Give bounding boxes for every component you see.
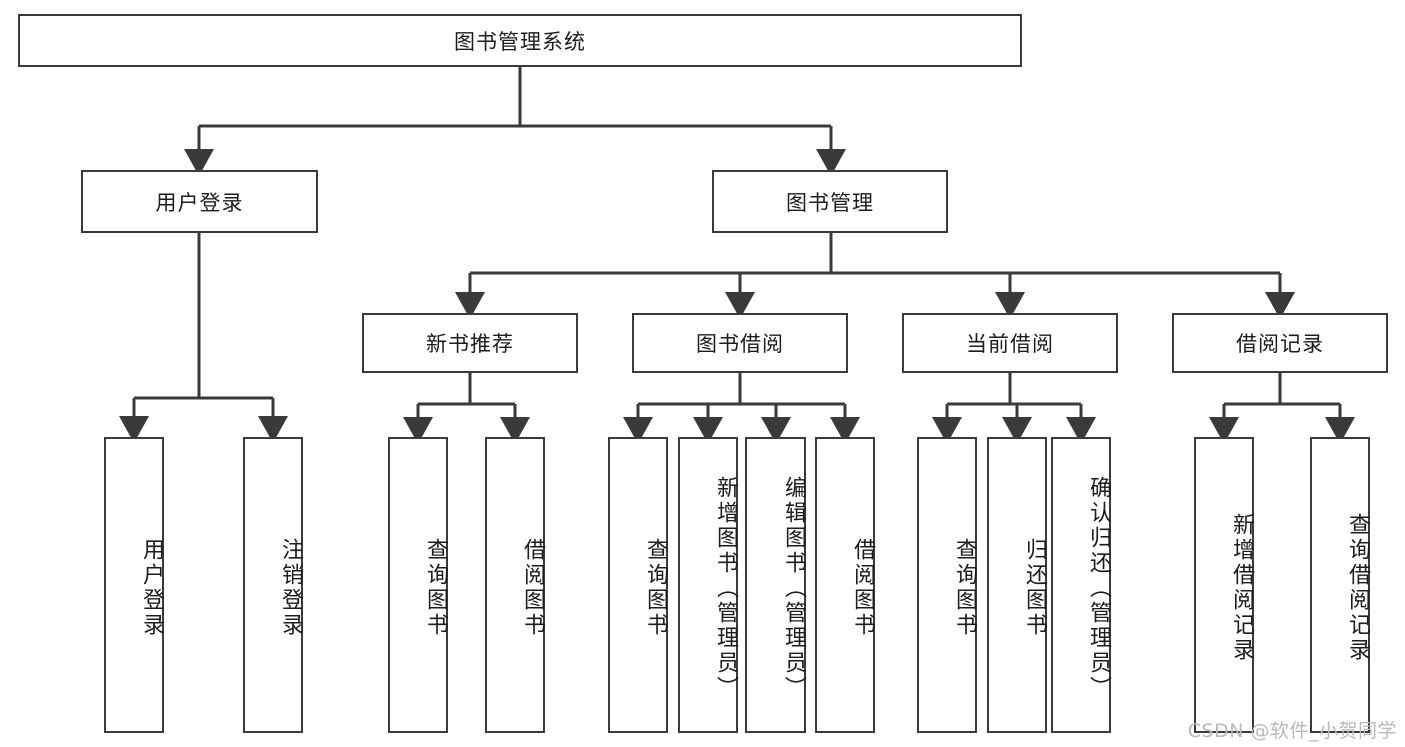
node-borrow-record-label: 借阅记录 <box>1236 332 1324 356</box>
node-user-login-label: 用户登录 <box>155 190 244 215</box>
leaf-query-book-borrow-label: 查询图书 <box>643 538 668 638</box>
leaf-add-book-admin-label: 新增图书（管理员） <box>713 475 738 701</box>
node-new-book-recommend[interactable]: 新书推荐 <box>362 313 578 373</box>
leaf-logout-label: 注销登录 <box>278 538 303 638</box>
node-current-borrow-label: 当前借阅 <box>966 332 1054 356</box>
leaf-logout[interactable]: 注销登录 <box>243 437 303 733</box>
leaf-confirm-return-admin[interactable]: 确认归还（管理员） <box>1051 437 1111 733</box>
leaf-query-book-recommend[interactable]: 查询图书 <box>388 437 448 733</box>
leaf-borrow-book-label: 借阅图书 <box>850 538 875 638</box>
leaf-query-borrow-record[interactable]: 查询借阅记录 <box>1310 437 1370 733</box>
leaf-query-book-current[interactable]: 查询图书 <box>917 437 977 733</box>
leaf-return-book[interactable]: 归还图书 <box>987 437 1047 733</box>
node-borrow-record[interactable]: 借阅记录 <box>1172 313 1388 373</box>
leaf-return-book-label: 归还图书 <box>1022 538 1047 638</box>
node-book-borrow-label: 图书借阅 <box>696 332 784 356</box>
leaf-query-book-current-label: 查询图书 <box>952 538 977 638</box>
node-book-manage[interactable]: 图书管理 <box>712 170 948 233</box>
leaf-add-book-admin[interactable]: 新增图书（管理员） <box>678 437 738 733</box>
leaf-user-login-label: 用户登录 <box>139 538 164 638</box>
leaf-add-borrow-record-label: 新增借阅记录 <box>1229 513 1254 663</box>
leaf-edit-book-admin-label: 编辑图书（管理员） <box>781 475 806 701</box>
leaf-borrow-book[interactable]: 借阅图书 <box>815 437 875 733</box>
leaf-borrow-book-recommend[interactable]: 借阅图书 <box>485 437 545 733</box>
node-book-borrow[interactable]: 图书借阅 <box>632 313 848 373</box>
leaf-confirm-return-admin-label: 确认归还（管理员） <box>1086 475 1111 701</box>
leaf-borrow-book-recommend-label: 借阅图书 <box>520 538 545 638</box>
watermark: CSDN @软件_小贺同学 <box>1187 720 1397 742</box>
leaf-query-book-recommend-label: 查询图书 <box>423 538 448 638</box>
node-current-borrow[interactable]: 当前借阅 <box>902 313 1118 373</box>
leaf-user-login[interactable]: 用户登录 <box>104 437 164 733</box>
node-book-manage-label: 图书管理 <box>786 190 874 215</box>
node-root[interactable]: 图书管理系统 <box>18 14 1022 67</box>
leaf-query-book-borrow[interactable]: 查询图书 <box>608 437 668 733</box>
node-new-book-recommend-label: 新书推荐 <box>426 332 514 356</box>
node-user-login[interactable]: 用户登录 <box>81 170 318 233</box>
leaf-query-borrow-record-label: 查询借阅记录 <box>1345 513 1370 663</box>
leaf-edit-book-admin[interactable]: 编辑图书（管理员） <box>745 437 806 733</box>
leaf-add-borrow-record[interactable]: 新增借阅记录 <box>1194 437 1254 733</box>
node-root-label: 图书管理系统 <box>454 29 586 54</box>
